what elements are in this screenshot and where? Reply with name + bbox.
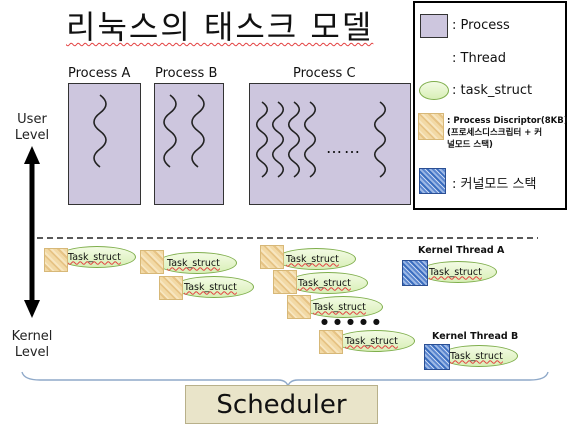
kernel-level-label: Kernel Level [11,329,53,360]
scheduler-brace [21,371,549,389]
legend-kernel-stack-icon [419,168,446,194]
process-descriptor-c1 [260,245,284,269]
level-arrow-up [24,146,40,164]
process-b-label: Process B [155,66,218,81]
level-arrow-down [24,300,40,318]
task-struct-b2: Task_struct [174,276,254,298]
process-descriptor-a [44,248,68,272]
kernel-thread-a-stack [402,260,428,286]
thread-icon [255,101,269,178]
kernel-thread-a-task-struct: Task_struct [419,261,497,283]
diagram-title: 리눅스의 태스크 모델 [66,8,374,46]
process-b-box [154,83,224,205]
task-struct-c3: Task_struct [303,296,383,318]
kernel-thread-a-label: Kernel Thread A [418,245,505,256]
thread-icon [373,101,387,178]
user-level-label: User Level [14,112,50,143]
legend-process-descriptor-icon [418,113,444,140]
legend-pd-line3: 널모드 스택) [447,140,493,150]
legend-thread-label: : Thread [452,51,506,66]
legend-process-label: : Process [452,18,510,33]
legend-task-struct-label: : task_struct [452,83,533,98]
thread-icon [93,94,107,168]
task-struct-b1: Task_struct [157,252,237,274]
process-descriptor-b1 [140,250,164,274]
thread-icon [271,101,285,178]
kernel-thread-b-label: Kernel Thread B [432,331,519,342]
task-struct-c1: Task_struct [276,248,356,270]
process-c-ellipsis: …… [326,138,362,157]
process-descriptor-c4 [319,330,343,354]
task-struct-c4: Task_struct [335,330,415,352]
legend-task-struct-icon [419,81,449,100]
kernel-thread-b-stack [424,344,450,370]
process-descriptor-c3 [287,295,311,319]
legend-pd-line2: (프로세스디스크립터 + 커 [447,128,543,138]
legend-process-icon [420,14,448,38]
process-a-label: Process A [68,66,131,81]
process-descriptor-b2 [159,276,183,300]
thread-icon [287,101,301,178]
kernel-thread-b-task-struct: Task_struct [440,345,518,367]
process-descriptor-c2 [273,270,297,294]
thread-icon [163,94,177,168]
task-struct-c2: Task_struct [288,272,368,294]
more-tasks-dots: ●●●●● [321,317,386,326]
process-c-label: Process C [293,66,356,81]
scheduler-box: Scheduler [185,385,378,424]
legend-kernel-stack-label: : 커널모드 스택 [452,177,537,192]
task-struct-a: Task_struct [58,246,136,268]
thread-icon [303,101,317,178]
thread-icon [191,94,205,168]
legend-pd-line1: : Process Discriptor(8KB) [447,116,567,126]
